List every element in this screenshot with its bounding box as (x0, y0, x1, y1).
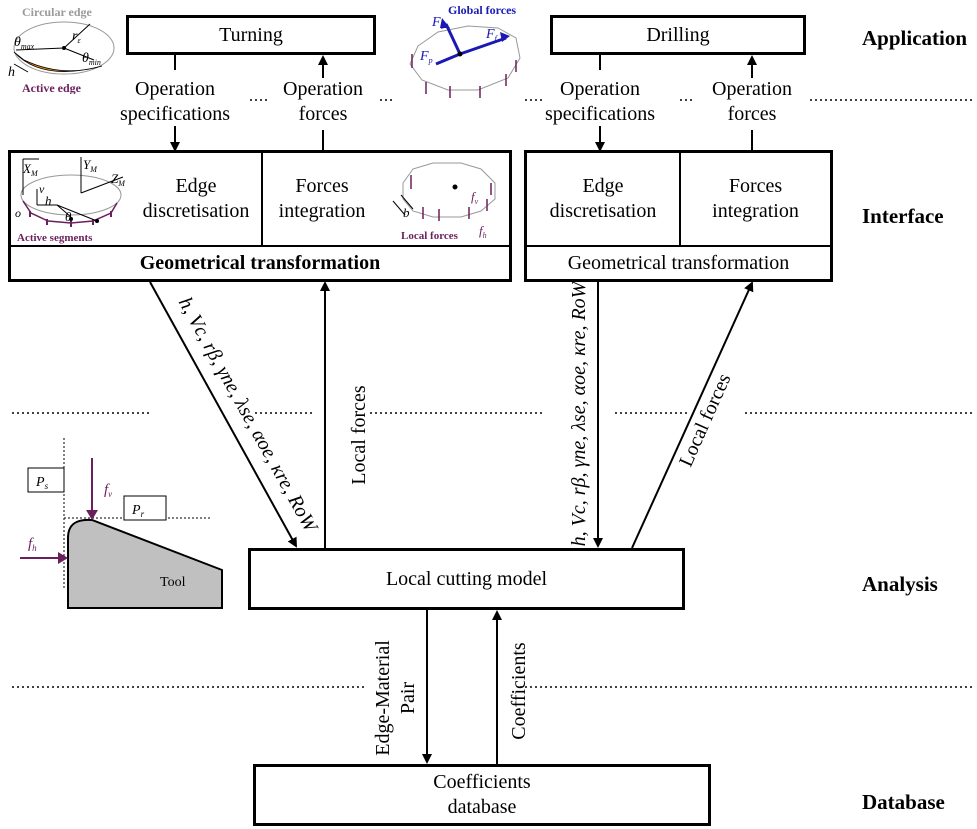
drilling-box: Drilling (550, 15, 806, 55)
tool-label: Tool (160, 575, 186, 590)
svg-text:XM: XM (22, 161, 39, 178)
turning-title: Turning (219, 23, 283, 46)
circular-edge-inset: Circular edge θmax rε θmin h Active edge (8, 5, 115, 94)
turning-op-spec-line2: specifications (120, 103, 230, 125)
active-segments-caption: Active segments (17, 232, 93, 244)
drilling-edge-disc-line2: discretisation (549, 200, 657, 222)
local-forces-caption: Local forces (401, 230, 459, 242)
turning-op-forces-line2: forces (298, 103, 348, 125)
svg-text:θmax: θmax (14, 35, 35, 51)
turning-interface-box: Edge discretisation Forces integration G… (8, 150, 512, 282)
turning-op-forces-line1: Operation (283, 78, 363, 100)
layer-interface-label: Interface (862, 204, 944, 228)
turning-op-forces: Operation forces (268, 77, 378, 127)
layer-database-label: Database (862, 790, 945, 814)
coefficients-database-line2: database (447, 796, 517, 818)
turning-box: Turning (126, 15, 376, 55)
global-forces-caption: Global forces (448, 3, 516, 17)
turning-cell-divider (261, 153, 263, 245)
turning-edge-disc-line1: Edge (175, 175, 217, 197)
drilling-op-forces-line2: forces (727, 103, 777, 125)
drilling-forces-int-line2: integration (712, 200, 799, 222)
params-right-label: h, Vc, rβ, γne, λse, αoe, κre, RoW (568, 281, 590, 547)
turning-row-divider (11, 245, 509, 247)
drilling-forces-int-line1: Forces (728, 175, 783, 197)
active-segments-inset: XM YM ZM v h o θ Active segments (15, 157, 126, 244)
circular-edge-caption: Circular edge (22, 5, 93, 19)
turning-forces-int-line1: Forces (295, 175, 349, 197)
svg-text:YM: YM (83, 157, 98, 174)
drilling-geometrical-transformation: Geometrical transformation (567, 251, 790, 274)
drilling-op-forces-line1: Operation (712, 78, 792, 100)
svg-text:v: v (39, 182, 45, 196)
svg-text:fh: fh (28, 536, 37, 553)
edge-material-line1: Edge-Material (372, 640, 394, 756)
svg-text:fv: fv (104, 482, 112, 499)
svg-text:h: h (8, 65, 15, 80)
local-forces-left-label: Local forces (348, 385, 370, 485)
tool-inset: Tool Ps Pr fv fh (20, 438, 223, 609)
drilling-edge-disc-line1: Edge (582, 175, 624, 197)
turning-edge-disc-line2: discretisation (142, 200, 250, 222)
svg-text:ZM: ZM (111, 171, 126, 188)
coefficients-database-box: Coefficients database (253, 764, 711, 826)
svg-text:o: o (15, 206, 21, 220)
svg-text:θmin: θmin (82, 51, 101, 67)
svg-text:h: h (45, 193, 52, 208)
turning-edge-discretisation: Edge discretisation (131, 169, 261, 229)
edge-material-line2: Pair (397, 681, 419, 715)
turning-forces-int-line2: integration (278, 200, 366, 222)
coefficients-label: Coefficients (508, 642, 530, 740)
svg-text:fh: fh (479, 223, 487, 240)
turning-op-spec: Operation specifications (104, 77, 246, 127)
svg-text:rε: rε (72, 29, 81, 45)
svg-text:Fp: Fp (419, 49, 433, 65)
local-cutting-model-label: Local cutting model (385, 567, 548, 590)
layer-separators (12, 99, 975, 688)
svg-text:b: b (403, 205, 410, 220)
drilling-op-spec-line2: specifications (545, 103, 655, 125)
svg-text:fv: fv (471, 189, 479, 206)
drilling-op-spec-line1: Operation (560, 78, 640, 100)
layer-analysis-label: Analysis (862, 572, 938, 596)
svg-text:Fc: Fc (431, 15, 445, 31)
global-forces-inset: Global forces Fc Ff Fp (409, 3, 521, 98)
drilling-edge-discretisation: Edge discretisation (527, 169, 679, 229)
active-edge-caption: Active edge (22, 81, 82, 94)
turning-geometrical-transformation: Geometrical transformation (139, 251, 381, 274)
local-forces-inset: b fv fh Local forces (392, 162, 496, 242)
svg-text:θ: θ (65, 209, 72, 224)
edge-material-pair-label: Edge-Material Pair (371, 623, 423, 773)
drilling-title: Drilling (646, 23, 710, 46)
turning-forces-integration: Forces integration (263, 169, 381, 229)
layer-application-label: Application (862, 26, 968, 50)
drilling-op-spec: Operation specifications (529, 77, 671, 127)
drilling-op-forces: Operation forces (697, 77, 807, 127)
coefficients-database-line1: Coefficients (433, 771, 531, 793)
drilling-interface-box: Edge discretisation Forces integration G… (524, 150, 833, 282)
local-cutting-model-box: Local cutting model (248, 548, 685, 610)
drilling-row-divider (527, 245, 830, 247)
drilling-cell-divider (679, 153, 681, 245)
svg-text:Ff: Ff (485, 27, 499, 43)
drilling-forces-integration: Forces integration (681, 169, 830, 229)
turning-op-spec-line1: Operation (135, 78, 215, 100)
